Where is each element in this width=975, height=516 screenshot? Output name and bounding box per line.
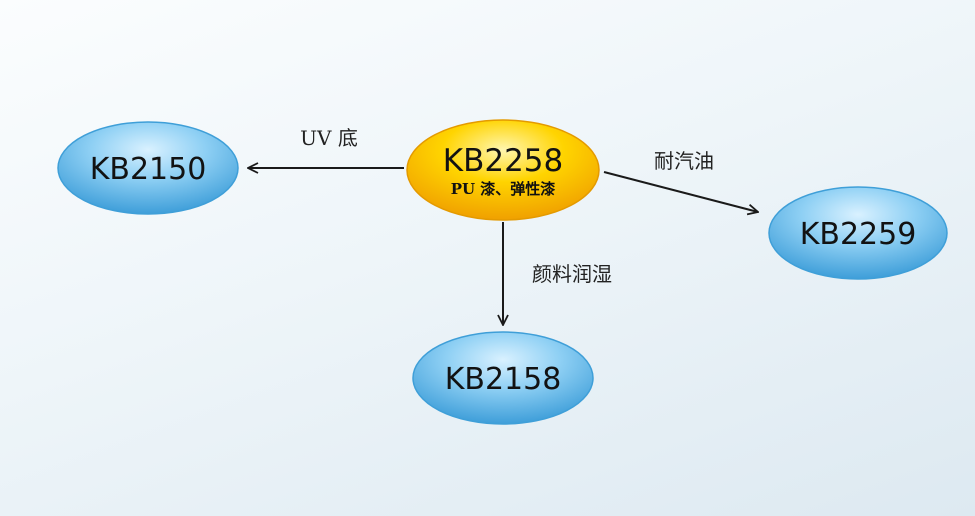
center-node-title: KB2258 [443,143,564,179]
node-kb2158: KB2158 [412,331,594,425]
edge-label-uv: UV 底 [300,126,358,150]
node-kb2150-label: KB2150 [90,152,207,187]
node-kb2259: KB2259 [768,186,948,280]
node-kb2259-label: KB2259 [800,217,917,252]
node-kb2150: KB2150 [57,121,239,215]
center-node-subtitle: PU 漆、弹性漆 [451,180,556,198]
edge-label-fuel-resistance: 耐汽油 [654,149,714,173]
edge-label-pigment-wetting: 颜料润湿 [532,262,612,286]
arrow-to-kb2259 [603,171,758,212]
node-kb2258-center: KB2258 PU 漆、弹性漆 [406,119,600,221]
node-kb2158-label: KB2158 [445,362,562,397]
